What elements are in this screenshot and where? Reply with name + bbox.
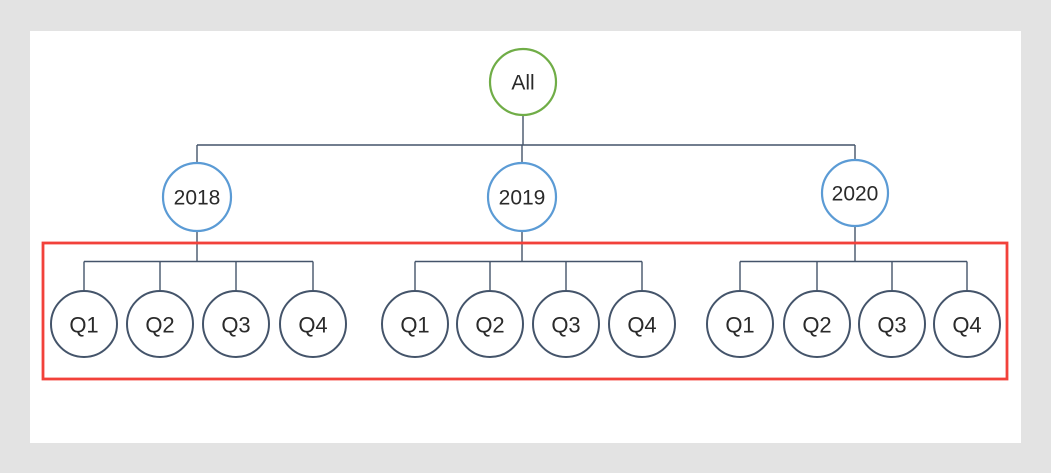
node-2019-q4-label: Q4 [627, 313, 656, 338]
node-2019-q3-circle [532, 290, 600, 358]
node-2020: 2020 [820, 158, 890, 228]
node-2018-q3: Q3 [202, 290, 270, 358]
node-2020-q3: Q3 [858, 290, 926, 358]
node-2020-q4-label: Q4 [952, 313, 981, 338]
node-2018-circle [161, 161, 233, 233]
node-2019-q2-circle [456, 290, 524, 358]
node-2018-q4-circle [279, 290, 347, 358]
node-all-circle [488, 47, 558, 117]
node-2020-q1-circle [706, 290, 774, 358]
node-2020-q1-label: Q1 [725, 313, 754, 338]
node-2018-q2: Q2 [126, 290, 194, 358]
node-2019-q4-circle [608, 290, 676, 358]
highlight-box [41, 241, 1009, 381]
node-2019-q1-circle [381, 290, 449, 358]
node-2019-q1: Q1 [381, 290, 449, 358]
node-2019-q4: Q4 [608, 290, 676, 358]
node-2018-q1-label: Q1 [69, 313, 98, 338]
node-2018-q4: Q4 [279, 290, 347, 358]
node-2020-circle [820, 158, 890, 228]
node-2018-q2-label: Q2 [145, 313, 174, 338]
node-2019-circle [486, 161, 558, 233]
node-2019-q2: Q2 [456, 290, 524, 358]
node-2019-q3-label: Q3 [551, 313, 580, 338]
node-2018-label: 2018 [174, 187, 221, 210]
node-2019-q2-label: Q2 [475, 313, 504, 338]
node-2018-q4-label: Q4 [298, 313, 327, 338]
node-2020-q3-label: Q3 [877, 313, 906, 338]
node-2020-label: 2020 [832, 183, 879, 206]
node-2020-q1: Q1 [706, 290, 774, 358]
node-2020-q2-label: Q2 [802, 313, 831, 338]
node-2020-q2: Q2 [783, 290, 851, 358]
node-2019-label: 2019 [499, 187, 546, 210]
node-2018-q1-circle [50, 290, 118, 358]
node-2019-q3: Q3 [532, 290, 600, 358]
node-all: All [488, 47, 558, 117]
node-2019: 2019 [486, 161, 558, 233]
node-2018: 2018 [161, 161, 233, 233]
node-2020-q3-circle [858, 290, 926, 358]
node-2018-q1: Q1 [50, 290, 118, 358]
node-all-label: All [511, 72, 534, 95]
node-2020-q4: Q4 [933, 290, 1001, 358]
node-2020-q4-circle [933, 290, 1001, 358]
node-2018-q3-label: Q3 [221, 313, 250, 338]
node-2020-q2-circle [783, 290, 851, 358]
node-2018-q2-circle [126, 290, 194, 358]
node-2019-q1-label: Q1 [400, 313, 429, 338]
node-2018-q3-circle [202, 290, 270, 358]
